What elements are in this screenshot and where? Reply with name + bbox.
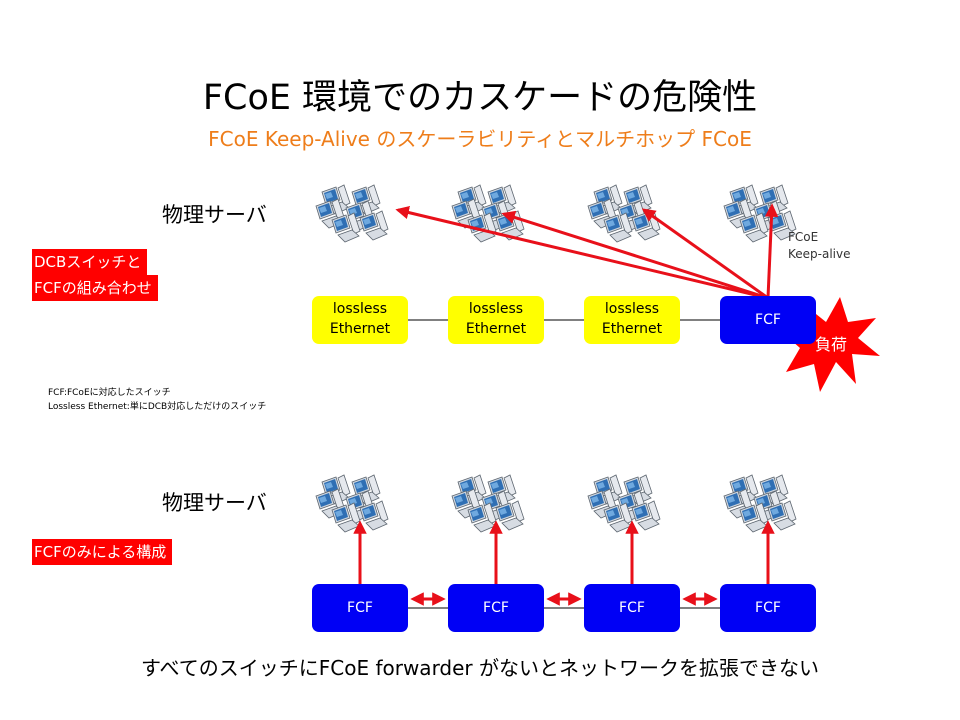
config-label-bottom: FCFのみによる構成: [32, 539, 173, 565]
fcf-switch: FCF: [720, 584, 816, 632]
physical-server-label: 物理サーバ: [162, 491, 267, 515]
lossless-switch: lossless Ethernet: [584, 296, 680, 344]
keepalive-label-line2: Keep-alive: [788, 247, 851, 261]
config-label-line2: FCFの組み合わせ: [32, 275, 158, 301]
keepalive-label: FCoE Keep-alive: [788, 229, 851, 263]
fcf-switch: FCF: [720, 296, 816, 344]
lossless-switch: lossless Ethernet: [312, 296, 408, 344]
legend-note-lossless: Lossless Ethernet:単にDCB対応しただけのスイッチ: [48, 402, 267, 412]
starburst-icon: [782, 297, 880, 392]
config-label-top: DCBスイッチと FCFの組み合わせ: [32, 249, 158, 301]
page-title: FCoE 環境でのカスケードの危険性: [202, 78, 758, 118]
server-cluster-icon: [452, 185, 524, 242]
keepalive-arrow: [764, 203, 779, 299]
server-cluster-icon: [724, 185, 796, 242]
fcf-switch: FCF: [448, 584, 544, 632]
server-cluster-icon: [724, 475, 796, 532]
server-cluster-icon: [588, 475, 660, 532]
page-subtitle: FCoE Keep-Alive のスケーラビリティとマルチホップ FCoE: [208, 127, 752, 151]
server-cluster-icon: [452, 475, 524, 532]
fcf-switch: FCF: [312, 584, 408, 632]
footer-text: すべてのスイッチにFCoE forwarder がないとネットワークを拡張できな…: [140, 656, 820, 680]
server-cluster-icon: [316, 185, 388, 242]
fcf-switch: FCF: [584, 584, 680, 632]
keepalive-arrow: [501, 210, 769, 300]
keepalive-arrow: [395, 205, 769, 300]
load-label: 負荷: [815, 335, 848, 354]
config-label-line1: DCBスイッチと: [32, 249, 148, 275]
legend-note-fcf: FCF:FCoEに対応したスイッチ: [48, 388, 171, 398]
keepalive-label-line1: FCoE: [788, 230, 819, 244]
server-cluster-icon: [316, 475, 388, 532]
legend-note: FCF:FCoEに対応したスイッチ Lossless Ethernet:単にDC…: [48, 386, 266, 414]
physical-server-label: 物理サーバ: [162, 203, 267, 227]
keepalive-arrow: [641, 208, 769, 300]
lossless-switch: lossless Ethernet: [448, 296, 544, 344]
